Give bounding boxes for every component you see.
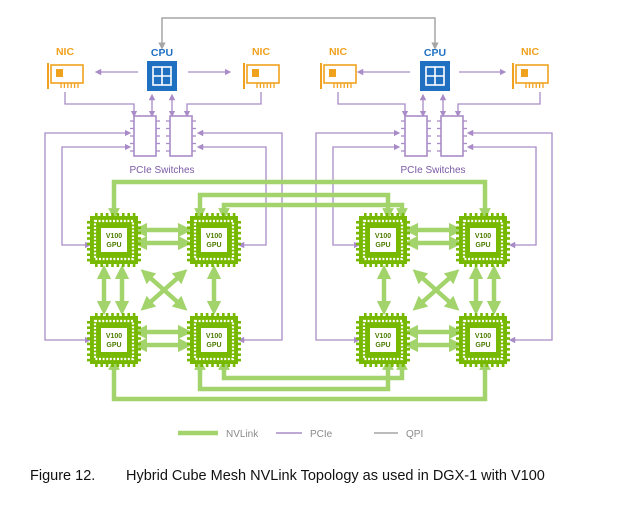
nic-card-icon-3: [320, 63, 357, 89]
pcie-switch-icon-2: [166, 115, 196, 157]
gpu-label-type: GPU: [106, 342, 121, 349]
pcie-switch-gpu-g: [466, 129, 553, 344]
legend: NVLink PCIe QPI: [178, 429, 423, 440]
gpu-label-type: GPU: [375, 342, 390, 349]
gpu-label-model: V100: [475, 233, 491, 240]
pcie-switch-icon-4: [437, 115, 467, 157]
gpu-label-model: V100: [375, 333, 391, 340]
pcie-switch-icon-1: [130, 115, 160, 157]
nic-card-icon-2: [243, 63, 280, 89]
pcie-nic2-switch2: [183, 92, 262, 118]
figure-caption-text: Hybrid Cube Mesh NVLink Topology as used…: [126, 468, 545, 484]
qpi-link: [158, 17, 439, 50]
legend-label-pcie: PCIe: [310, 429, 333, 440]
nic-label-4: NIC: [521, 46, 540, 58]
cpu-icon-right: [420, 61, 450, 91]
topology-diagram: V100GPUV100GPUV100GPUV100GPUV100GPUV100G…: [44, 17, 553, 440]
nic-label-2: NIC: [252, 46, 271, 58]
cpu-label-left: CPU: [151, 47, 173, 59]
gpu-label-model: V100: [475, 333, 491, 340]
gpu-label-type: GPU: [375, 242, 390, 249]
pcie-switch-gpu-b: [61, 143, 132, 249]
cpu-icon-left: [147, 61, 177, 91]
cpu-label-right: CPU: [424, 47, 446, 59]
pcie-switch-gpu-a: [44, 129, 132, 344]
gpu-label-model: V100: [106, 233, 122, 240]
gpu-label-type: GPU: [475, 242, 490, 249]
pcie-switch-gpu-h: [466, 143, 537, 249]
nvlink-links: [96, 179, 502, 402]
nic-card-icon-4: [512, 63, 549, 89]
gpu-label-type: GPU: [106, 242, 121, 249]
nic-label-1: NIC: [56, 46, 75, 58]
pcie-switches-label-right: PCIe Switches: [400, 165, 465, 176]
gpu-label-model: V100: [206, 233, 222, 240]
pcie-switch-gpu-c: [196, 129, 283, 344]
legend-label-nvlink: NVLink: [226, 429, 259, 440]
nic-card-icon-1: [47, 63, 84, 89]
pcie-switches-label-left: PCIe Switches: [129, 165, 194, 176]
pcie-switch-icon-3: [401, 115, 431, 157]
gpu-label-type: GPU: [206, 342, 221, 349]
pcie-switch-gpu-e: [315, 129, 401, 344]
gpu-label-type: GPU: [206, 242, 221, 249]
pcie-nic4-switch4: [454, 92, 541, 118]
gpu-label-type: GPU: [475, 342, 490, 349]
figure-number: Figure 12.: [30, 468, 96, 484]
gpu-label-model: V100: [106, 333, 122, 340]
nic-label-3: NIC: [329, 46, 348, 58]
legend-label-qpi: QPI: [406, 429, 423, 440]
gpu-label-model: V100: [206, 333, 222, 340]
gpu-label-model: V100: [375, 233, 391, 240]
pcie-nic3-switch3: [337, 92, 409, 118]
pcie-nic1-switch1: [64, 92, 138, 118]
